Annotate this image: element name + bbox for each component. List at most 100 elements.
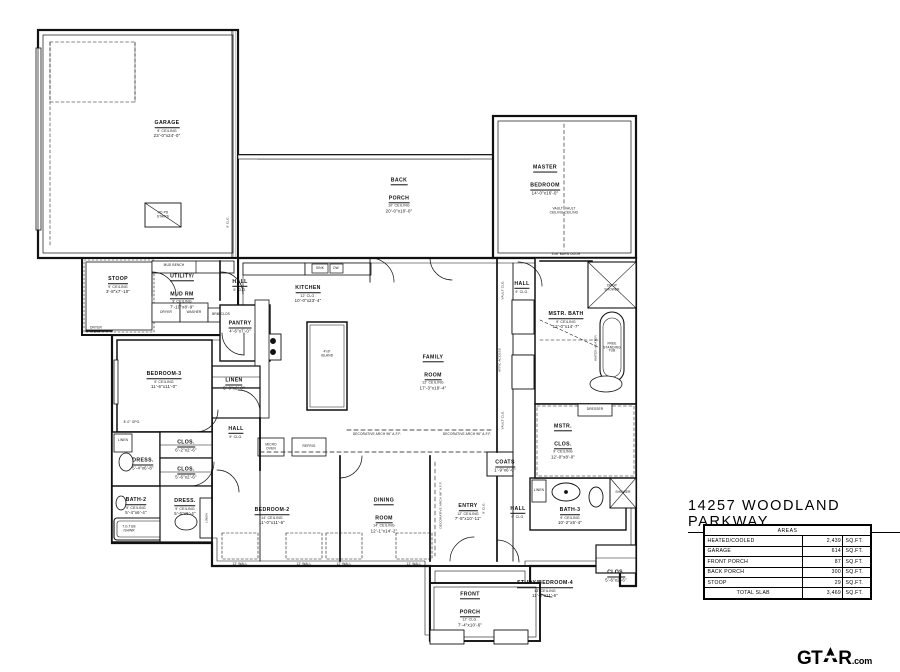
area-row-unit: SQ.FT. bbox=[842, 566, 871, 578]
kitchen-block bbox=[242, 262, 372, 457]
room-label-garage: GARAGE 9' CEILING 23'-0"x24'-0" bbox=[153, 120, 181, 138]
gtar-suffix: .com bbox=[851, 656, 873, 666]
annotation-decorative-arch-1: DECORATIVE ARCH 96" A.F.F. bbox=[352, 432, 402, 437]
area-row-label: FRONT PORCH bbox=[704, 556, 803, 568]
table-row: GARAGE 614 SQ.FT. bbox=[704, 545, 871, 558]
annotation-12-wall-2: 12' WALL bbox=[296, 562, 312, 567]
areas-table: AREAS HEATED/COOLED 2,439 SQ.FT. GARAGE … bbox=[703, 524, 872, 600]
front-porch-block bbox=[429, 582, 541, 645]
area-row-unit: SQ.FT. bbox=[842, 535, 871, 547]
bedroom2-dining-block bbox=[211, 455, 436, 562]
room-label-study: STUDY/BEDROOM-4 13' CEILING 11'-0"x11'-6… bbox=[517, 580, 573, 598]
annotation-dresser: DRESSER bbox=[586, 407, 604, 412]
area-row-value: 2,439 bbox=[801, 535, 843, 547]
room-label-front-porch: FRONT PORCH 12' CLG. 7'-4"x10'-6" bbox=[457, 591, 483, 627]
room-label-bedroom-3: BEDROOM-3 9' CEILING 11'-6"x11'-0" bbox=[146, 371, 182, 389]
gtar-a-icon bbox=[822, 647, 838, 662]
table-row: STOOP 29 SQ.FT. bbox=[704, 576, 871, 589]
area-row-unit: SQ.FT. bbox=[842, 545, 871, 558]
entry-hall-block bbox=[449, 451, 520, 563]
area-row-label: STOOP bbox=[704, 576, 803, 589]
room-label-bath-3: BATH-3 9' CEILING 10'-2"x5'-4" bbox=[557, 507, 583, 525]
back-porch-outline bbox=[237, 154, 494, 259]
annotation-shower-bath3: SHOWER bbox=[615, 490, 631, 495]
gtar-watermark: GT R .com bbox=[797, 645, 872, 670]
annotation-attic-access: ATTIC ACCESS bbox=[497, 348, 502, 372]
room-label-clos-2: CLOS. 5'-6"x2'-6" bbox=[175, 466, 197, 480]
table-row: FRONT PORCH 87 SQ.FT. bbox=[704, 556, 871, 568]
room-label-bedroom-2: BEDROOM-2 14' CEILING 11'-0"x11'-6" bbox=[254, 507, 290, 525]
annotation-water-heater: WATER HEATER bbox=[593, 335, 598, 361]
room-label-dress-2: DRESS. 9' CEILING 5'-6"x6'-4" bbox=[174, 498, 196, 516]
room-label-master-closet: MSTR. CLOS. 9' CEILING 12'-0"x8'-0" bbox=[550, 423, 576, 459]
table-row: HEATED/COOLED 2,439 SQ.FT. bbox=[704, 535, 871, 547]
room-label-hall-1: HALL 9' CLG. bbox=[232, 278, 248, 292]
family-room-block bbox=[259, 429, 493, 453]
total-label: TOTAL SLAB bbox=[704, 587, 803, 599]
annotation-tub-shower: T.G.TUB/SHWR bbox=[122, 524, 136, 532]
room-label-master-bath: MSTR. BATH 9' CEILING 12'-0"x14'-7" bbox=[548, 311, 584, 329]
total-unit: SQ.FT. bbox=[842, 587, 871, 599]
annotation-decorative-arch-2: DECORATIVE ARCH 96" A.F.F. bbox=[442, 432, 492, 437]
bath3-block bbox=[529, 477, 637, 574]
room-label-hall-4: HALL 9' CLG. bbox=[514, 280, 530, 294]
gtar-brand-tail: R bbox=[838, 648, 852, 669]
master-hall-block bbox=[496, 257, 593, 453]
area-row-label: GARAGE bbox=[704, 545, 803, 558]
annotation-sink: SINK bbox=[315, 266, 325, 271]
annotation-8ft-opening: 8'-0" OPG. bbox=[123, 420, 141, 425]
total-value: 3,469 bbox=[801, 587, 843, 599]
room-label-clos-1: CLOS. 6'-2"x2'-6" bbox=[175, 439, 197, 453]
areas-header-row: AREAS bbox=[704, 524, 871, 537]
room-label-entry: ENTRY 12' CEILING 7'-5"x10'-11" bbox=[454, 503, 482, 521]
annotation-refrigerator: REFRIG bbox=[302, 444, 316, 449]
room-label-hall-3: HALL 9' CLG. bbox=[510, 505, 526, 519]
room-label-stoop: STOOP 9' CEILING 3'-8"x7'-10" bbox=[105, 276, 131, 294]
room-label-kitchen: KITCHEN 12' CLG. 10'-0"x23'-4" bbox=[294, 285, 322, 303]
area-row-label: BACK PORCH bbox=[704, 566, 803, 578]
area-row-label: HEATED/COOLED bbox=[704, 535, 803, 547]
master-wing-outline bbox=[491, 114, 638, 260]
annotation-decorative-arch-vertical: DECORATIVE ARCH 96" A.F.F. bbox=[438, 481, 443, 529]
area-row-value: 87 bbox=[801, 556, 843, 568]
annotation-brm-clos: BRM CLOS bbox=[212, 312, 230, 317]
annotation-linen-vertical: LINEN bbox=[204, 513, 209, 523]
annotation-linen-left: LINEN bbox=[117, 438, 129, 443]
annotation-linen-bath3: LINEN bbox=[533, 488, 545, 493]
room-label-clos-3: CLOS. 5'-6"x2'-6" bbox=[605, 569, 627, 583]
room-label-utility: UTILITY/ MUD RM 9' CEILING 7'-10"x8'-9" bbox=[169, 273, 195, 309]
room-label-dress-1: DRESS. 5'-4"x6'-8" bbox=[132, 457, 154, 471]
annotation-island: 4'x9'ISLAND bbox=[320, 349, 334, 357]
area-row-value: 614 bbox=[801, 545, 843, 558]
annotation-dryer: DRYER bbox=[160, 310, 172, 315]
master-closet-block bbox=[534, 403, 637, 479]
area-row-value: 300 bbox=[801, 566, 843, 578]
bedroom3-block bbox=[113, 339, 219, 433]
room-label-family-room: FAMILY ROOM 12' CEILING 17'-3"x19'-4" bbox=[419, 354, 447, 390]
room-label-back-porch: BACK PORCH 10' CEILING 20'-0"x10'-0" bbox=[385, 177, 413, 213]
annotation-12-wall-1: 12' WALL bbox=[232, 562, 248, 567]
utility-stoop-block bbox=[81, 257, 244, 336]
room-label-dining-room: DINING ROOM 14' CEILING 12'-1"x14'-2" bbox=[370, 497, 398, 533]
annotation-wall-height-vertical-1: VAULT CLG. bbox=[500, 280, 505, 300]
area-row-value: 29 bbox=[801, 576, 843, 589]
area-row-unit: SQ.FT. bbox=[842, 556, 871, 568]
table-row: BACK PORCH 300 SQ.FT. bbox=[704, 566, 871, 578]
room-label-linen-1: LINEN 5'-0"x2'-0" bbox=[223, 377, 245, 391]
annotation-12-wall-3: 12' WALL bbox=[336, 562, 352, 567]
annotation-mud-bench: MUD BENCH bbox=[163, 263, 185, 268]
annotation-clg-vertical: 9' CLG. bbox=[481, 502, 486, 514]
room-label-hall-2: HALL 9' CLG. bbox=[228, 425, 244, 439]
annotation-barn-door: 3'x8' BARN DOOR bbox=[551, 252, 581, 257]
annotation-washer: WASHER bbox=[186, 310, 202, 315]
areas-total-row: TOTAL SLAB 3,469 SQ.FT. bbox=[704, 587, 871, 599]
room-label-pantry: PANTRY 4'-6"x7'-0" bbox=[228, 320, 252, 334]
door-swings bbox=[216, 257, 453, 493]
